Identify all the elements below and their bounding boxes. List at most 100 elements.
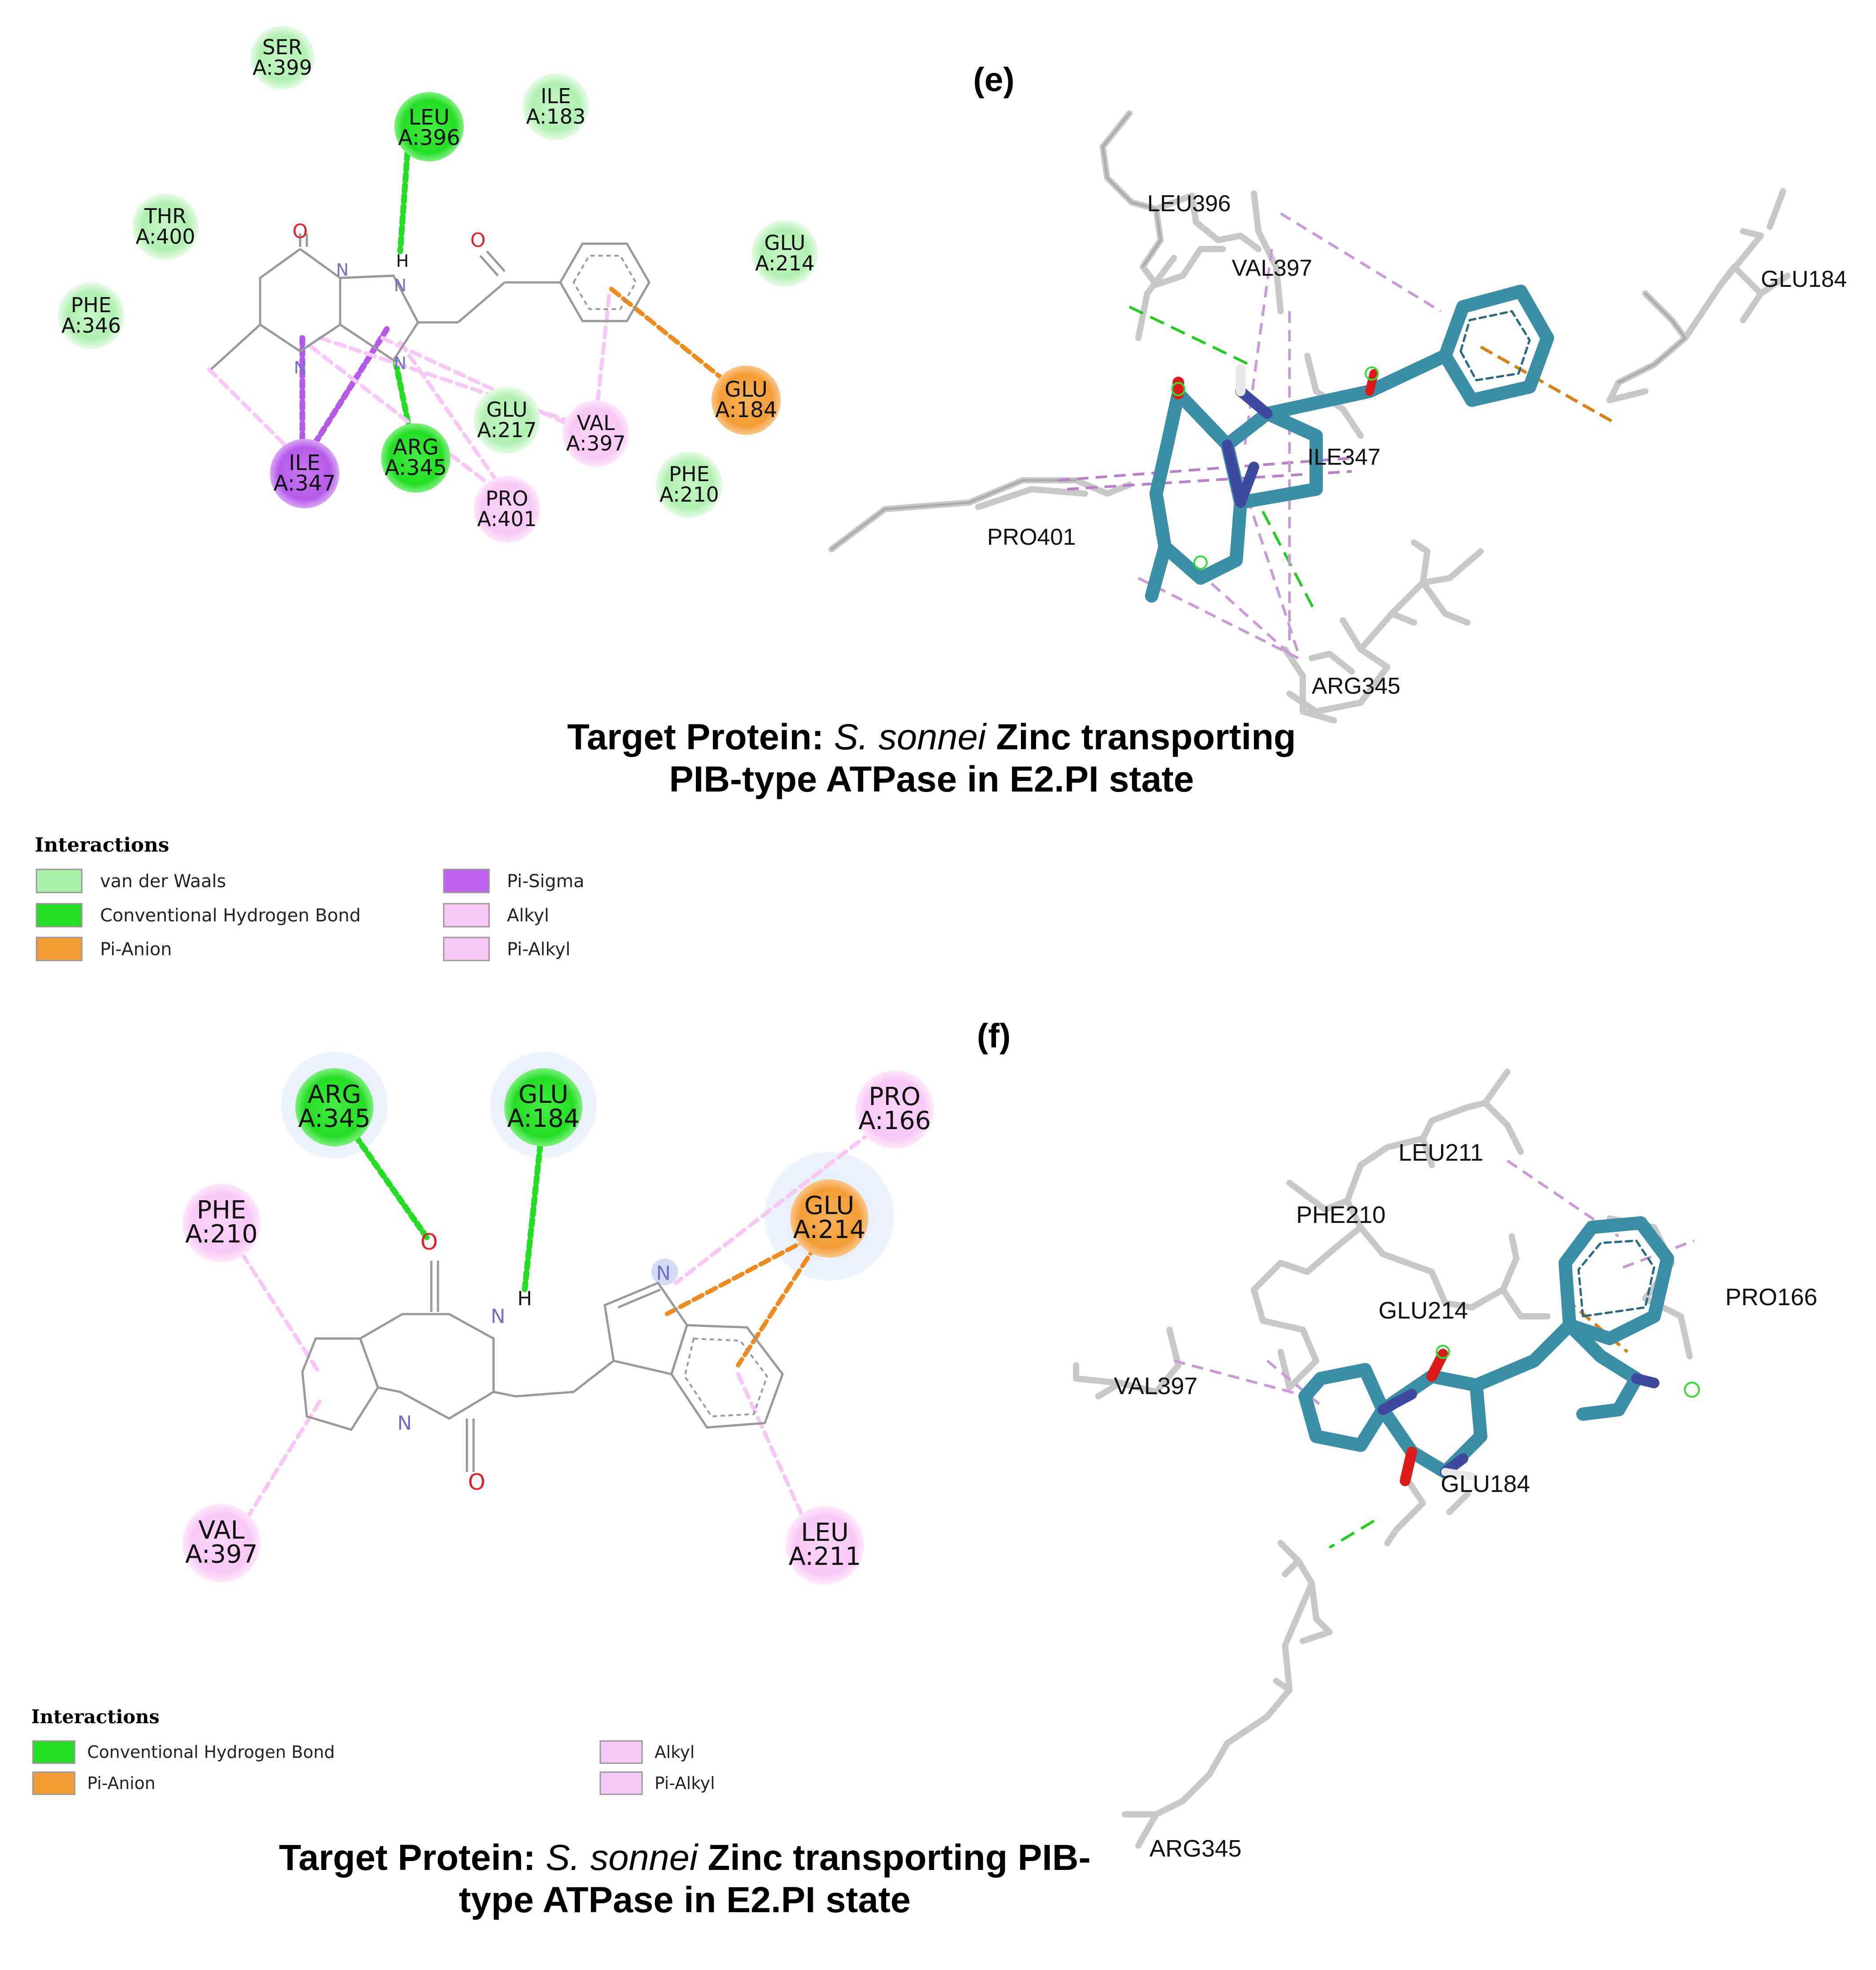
pi-anion-3d-e bbox=[1480, 345, 1615, 424]
legend-e-swatch-alkyl bbox=[443, 903, 490, 928]
residue-glu217: GLU A:217 bbox=[474, 387, 540, 454]
pi-alkyl-3d-f-1 bbox=[1506, 1159, 1619, 1238]
protein-sticks-f bbox=[1073, 1069, 1693, 1849]
panel-f-caption-line1: Target Protein: S. sonnei Zinc transport… bbox=[279, 1837, 1091, 1878]
residue-thr400: THR A:400 bbox=[132, 193, 199, 260]
svg-text:A:211: A:211 bbox=[788, 1542, 861, 1571]
residue-3d-pro401: PRO401 bbox=[987, 524, 1076, 550]
residue-ile347: ILE A:347 bbox=[270, 439, 339, 508]
panel-e-label: (e) bbox=[973, 61, 1015, 99]
svg-text:A:347: A:347 bbox=[273, 471, 336, 496]
ligand-3d-f bbox=[1298, 1216, 1674, 1486]
svg-text:A:400: A:400 bbox=[136, 225, 195, 249]
residue-3d-f-leu211: LEU211 bbox=[1398, 1139, 1483, 1166]
panel-f-legend: Interactions Conventional Hydrogen Bond … bbox=[31, 1706, 715, 1795]
alkyl-3d-e-5 bbox=[1235, 462, 1300, 654]
hbond-line-f-glu184 bbox=[522, 1142, 543, 1293]
svg-text:GLU: GLU bbox=[804, 1191, 855, 1220]
panel-f-label: (f) bbox=[977, 1017, 1011, 1055]
alkyl-line-2 bbox=[309, 345, 509, 500]
atom-oxygen-e2: O bbox=[470, 229, 486, 252]
legend-f-swatch-hbond bbox=[32, 1740, 76, 1764]
panel-e-caption-line1: Target Protein: S. sonnei Zinc transport… bbox=[567, 717, 1296, 757]
pi-anion-line-f-1 bbox=[660, 1236, 811, 1319]
legend-e-swatch-vdw bbox=[36, 868, 83, 893]
panel-e-caption-line2: PIB-type ATPase in E2.PI state bbox=[669, 759, 1194, 800]
atom-nitrogen-e4: N bbox=[294, 358, 306, 378]
svg-text:ILE: ILE bbox=[541, 84, 571, 108]
atom-hydrogen-e: H bbox=[396, 251, 409, 271]
residue-3d-arg345: ARG345 bbox=[1312, 673, 1400, 699]
residue-3d-f-val397: VAL397 bbox=[1114, 1373, 1197, 1399]
legend-e-swatch-hbond bbox=[36, 903, 83, 928]
panel-f-2d-diagram: O O N N N H ARG A:345 GLU A:184 PRO A:16… bbox=[182, 1052, 934, 1584]
hbond-line-f-arg345 bbox=[353, 1133, 432, 1244]
legend-f-swatch-pi-anion bbox=[32, 1771, 76, 1795]
residue-3d-f-phe210: PHE210 bbox=[1296, 1202, 1386, 1228]
svg-text:A:166: A:166 bbox=[858, 1106, 931, 1135]
pi-anion-3d-f bbox=[1564, 1297, 1629, 1353]
residue-f-pro166: PRO A:166 bbox=[856, 1070, 934, 1149]
residue-phe210: PHE A:210 bbox=[656, 451, 723, 518]
svg-text:A:399: A:399 bbox=[253, 56, 312, 80]
pi-alkyl-3d-e-1 bbox=[1280, 212, 1442, 313]
pi-alkyl-3d-e-2 bbox=[1244, 249, 1273, 445]
residue-3d-f-glu184: GLU184 bbox=[1441, 1471, 1530, 1497]
residue-3d-glu184: GLU184 bbox=[1761, 266, 1847, 292]
svg-text:GLU: GLU bbox=[725, 377, 768, 402]
svg-text:LEU: LEU bbox=[801, 1518, 849, 1547]
pi-alkyl-line-f-pro166 bbox=[674, 1130, 874, 1285]
residue-ile183: ILE A:183 bbox=[522, 73, 589, 140]
svg-text:A:214: A:214 bbox=[793, 1215, 865, 1244]
legend-f-label-pi-alkyl: Pi-Alkyl bbox=[655, 1773, 715, 1793]
svg-text:PHE: PHE bbox=[197, 1196, 246, 1225]
atom-nitrogen-e2: N bbox=[394, 276, 406, 295]
svg-text:ILE: ILE bbox=[289, 450, 320, 475]
svg-text:A:345: A:345 bbox=[298, 1104, 370, 1133]
residue-glu184: GLU A:184 bbox=[711, 366, 781, 435]
legend-e-title: Interactions bbox=[35, 834, 169, 856]
hbond-3d-f bbox=[1329, 1520, 1375, 1549]
legend-e-swatch-pi-alkyl bbox=[443, 937, 490, 961]
legend-e-swatch-pi-sigma bbox=[443, 868, 490, 893]
atom-nitrogen-f3: N bbox=[656, 1262, 671, 1285]
residue-glu214: GLU A:214 bbox=[751, 220, 818, 287]
residue-3d-f-glu214: GLU214 bbox=[1378, 1297, 1468, 1324]
pi-alkyl-line-val397 bbox=[594, 293, 611, 420]
svg-text:THR: THR bbox=[144, 204, 187, 228]
residue-f-phe210: PHE A:210 bbox=[182, 1184, 261, 1262]
residue-3d-ile347: ILE347 bbox=[1307, 444, 1381, 470]
svg-text:A:346: A:346 bbox=[61, 314, 121, 338]
alkyl-3d-e-1 bbox=[1058, 457, 1352, 482]
svg-text:A:397: A:397 bbox=[566, 431, 626, 455]
atom-nitrogen-e1: N bbox=[336, 260, 349, 280]
svg-text:A:217: A:217 bbox=[477, 418, 537, 442]
residue-3d-f-pro166: PRO166 bbox=[1725, 1284, 1817, 1311]
residue-phe346: PHE A:346 bbox=[58, 282, 125, 349]
svg-text:A:397: A:397 bbox=[185, 1540, 257, 1569]
ligand-e-skeleton bbox=[210, 233, 651, 370]
hbond-line-leu396 bbox=[397, 139, 411, 254]
legend-f-swatch-alkyl bbox=[599, 1740, 643, 1764]
residue-pro401: PRO A:401 bbox=[474, 476, 540, 543]
atom-nitrogen-f2: N bbox=[398, 1412, 412, 1435]
alkyl-line-4 bbox=[398, 340, 505, 491]
svg-text:ARG: ARG bbox=[393, 435, 438, 460]
svg-text:GLU: GLU bbox=[486, 398, 528, 422]
svg-text:PHE: PHE bbox=[669, 462, 709, 486]
alkyl-3d-e-2 bbox=[1067, 470, 1352, 490]
legend-e-label-vdw: van der Waals bbox=[100, 871, 226, 892]
pi-sigma-line-ile347-b bbox=[308, 326, 390, 452]
svg-text:GLU: GLU bbox=[518, 1080, 569, 1109]
legend-f-title: Interactions bbox=[31, 1706, 160, 1728]
alkyl-3d-e-4 bbox=[1137, 577, 1299, 659]
residue-f-leu211: LEU A:211 bbox=[786, 1506, 864, 1584]
panel-e-2d-diagram: O O N N N N H SER A:399 LEU A:396 ILE A:… bbox=[58, 26, 818, 543]
svg-text:VAL: VAL bbox=[198, 1516, 245, 1545]
svg-text:A:210: A:210 bbox=[659, 482, 719, 507]
svg-text:A:183: A:183 bbox=[526, 105, 586, 129]
residue-3d-f-arg345: ARG345 bbox=[1149, 1835, 1241, 1862]
svg-text:GLU: GLU bbox=[764, 231, 806, 255]
legend-f-swatch-pi-alkyl bbox=[599, 1771, 643, 1795]
atom-nitrogen-e3: N bbox=[394, 354, 406, 373]
